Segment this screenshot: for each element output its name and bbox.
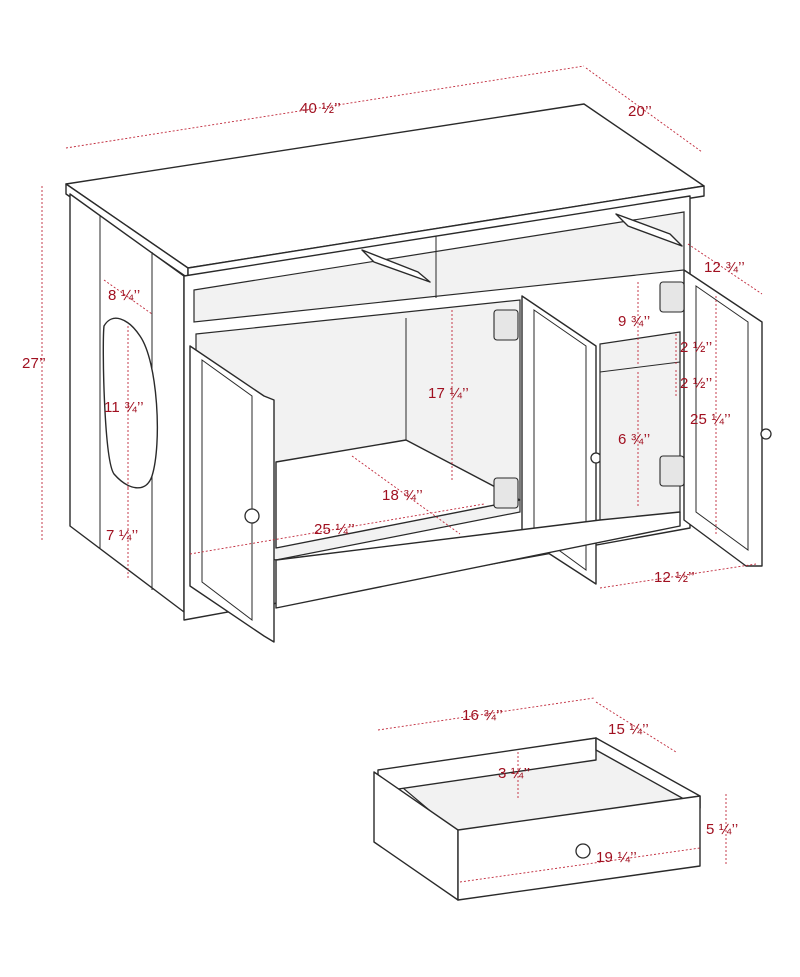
dim-side-opening-bottom: 7 ¼’’ (106, 527, 138, 544)
right-compartment (599, 331, 681, 525)
dim-right-drawer-depth: 12 ¾’’ (704, 259, 745, 276)
dim-drawer-front-width: 19 ¼’’ (596, 849, 637, 866)
dim-right-lower: 6 ¾’’ (618, 431, 650, 448)
dim-cabinet-width: 40 ½’’ (300, 100, 341, 117)
drawer-dimensions: 16 ¾’’ 15 ¼’’ 3 ¼’’ 19 ¼’’ 5 ¼’’ (377, 697, 738, 883)
hinge-icon (493, 477, 519, 509)
cabinet-base (275, 511, 681, 609)
dim-side-opening-top: 8 ¼’’ (108, 287, 140, 304)
left-door-knob (244, 508, 260, 524)
drawer-slide-left (361, 249, 431, 283)
drawer-slide-right (615, 213, 683, 247)
right-door-knob (760, 428, 772, 440)
drawer-drawing (373, 737, 701, 901)
dim-drawer-inner-depth: 15 ¼’’ (608, 721, 649, 738)
cabinet-drawing (65, 103, 772, 643)
dim-cabinet-depth: 20’’ (628, 103, 652, 120)
dim-drawer-inner-height: 3 ¼’’ (498, 765, 530, 782)
dim-drawer-inner-width: 16 ¾’’ (462, 707, 503, 724)
dim-right-gap-upper: 2 ½’’ (680, 339, 712, 356)
drawer-pull-icon (575, 843, 591, 859)
hinge-icon (493, 309, 519, 341)
dim-left-width: 25 ¼’’ (314, 521, 355, 538)
hinge-icon (659, 281, 685, 313)
dim-left-height: 17 ¼’’ (428, 385, 469, 402)
side-opening (102, 317, 159, 489)
left-compartment-back (275, 439, 521, 549)
dim-cabinet-height: 27’’ (22, 355, 46, 372)
dim-right-upper: 9 ¾’’ (618, 313, 650, 330)
dim-side-opening-height: 11 ¾’’ (104, 399, 144, 416)
dim-left-depth: 18 ¾’’ (382, 487, 423, 504)
dim-right-width: 12 ½’’ (654, 569, 695, 586)
dim-right-total: 25 ¼’’ (690, 411, 731, 428)
middle-door (521, 295, 597, 585)
dim-right-gap-lower: 2 ½’’ (680, 375, 712, 392)
cabinet-dimensions: 40 ½’’ 20’’ 27’’ 8 ¼’’ 11 ¾’’ 7 ¼’’ 17 ¼… (22, 65, 763, 589)
left-door (189, 345, 275, 643)
hinge-icon (659, 455, 685, 487)
dim-drawer-front-height: 5 ¼’’ (706, 821, 738, 838)
